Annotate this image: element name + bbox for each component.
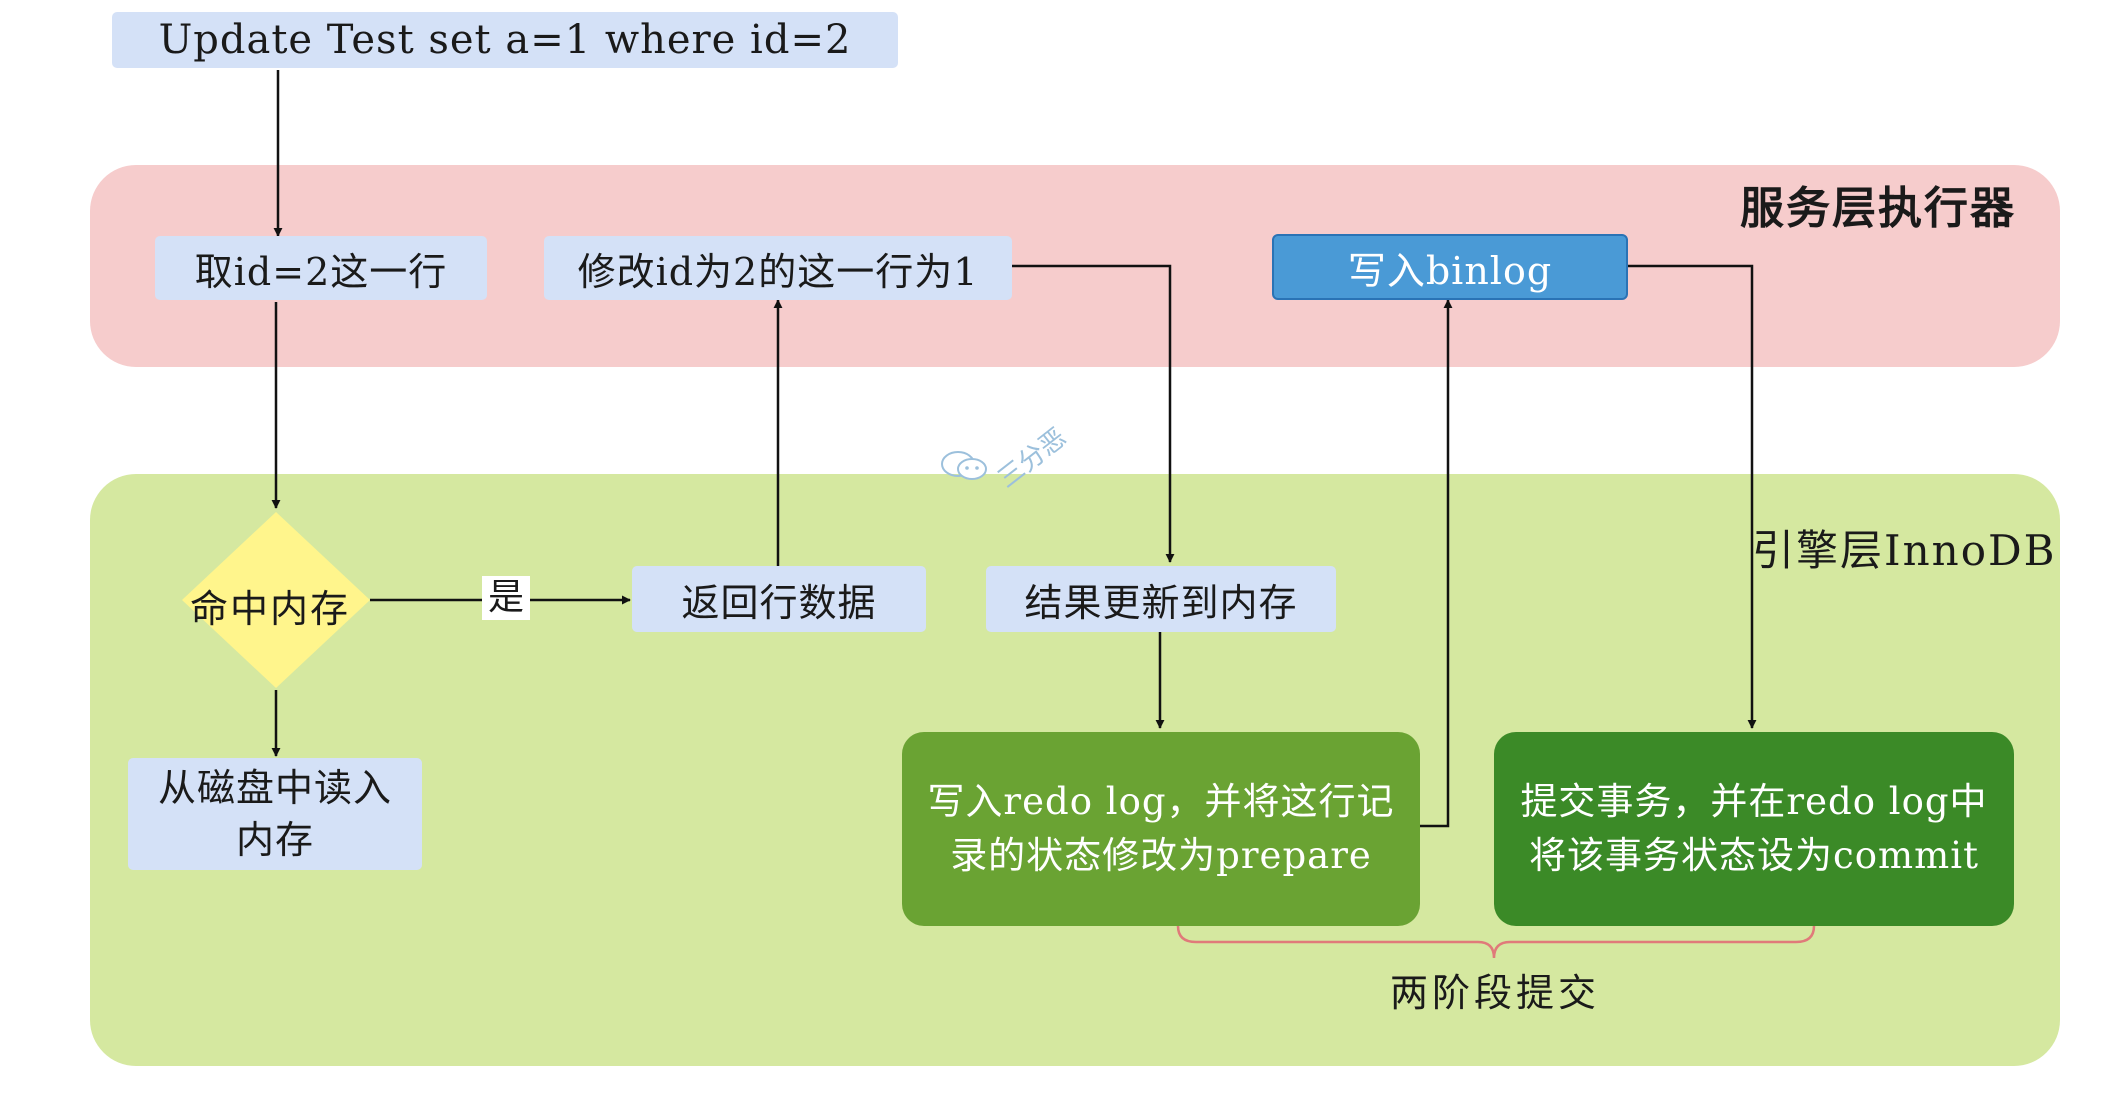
redo-prepare-line-2: 录的状态修改为prepare bbox=[950, 834, 1372, 877]
yes-edge-label: 是 bbox=[482, 576, 531, 620]
redo-prepare-node: 写入redo log，并将这行记 录的状态修改为prepare bbox=[902, 732, 1420, 926]
wechat-icon bbox=[940, 448, 990, 484]
redo-prepare-line-1: 写入redo log，并将这行记 bbox=[927, 780, 1395, 823]
two-phase-brace bbox=[1176, 925, 1816, 959]
sql-statement-box: Update Test set a=1 where id=2 bbox=[112, 12, 898, 68]
two-phase-commit-label: 两阶段提交 bbox=[1390, 971, 1601, 1015]
commit-node: 提交事务，并在redo log中 将该事务状态设为commit bbox=[1494, 732, 2014, 926]
read-disk-line-1: 从磁盘中读入 bbox=[157, 766, 392, 810]
update-memory-node: 结果更新到内存 bbox=[986, 566, 1336, 632]
edge-modify-to-update bbox=[1012, 264, 1175, 563]
return-row-node: 返回行数据 bbox=[632, 566, 926, 632]
engine-layer-label: 引擎层InnoDB bbox=[1752, 526, 2057, 575]
write-binlog-node: 写入binlog bbox=[1272, 234, 1628, 300]
service-layer-label: 服务层执行器 bbox=[1740, 183, 2016, 234]
commit-line-2: 将该事务状态设为commit bbox=[1529, 834, 1979, 877]
decision-diamond bbox=[182, 512, 370, 688]
edge-prepare-to-binlog bbox=[1418, 299, 1453, 828]
edge-binlog-to-commit bbox=[1628, 264, 1757, 729]
read-disk-node: 从磁盘中读入 内存 bbox=[128, 758, 422, 870]
commit-line-1: 提交事务，并在redo log中 bbox=[1520, 780, 1988, 823]
read-disk-line-2: 内存 bbox=[235, 818, 314, 862]
fetch-row-node: 取id=2这一行 bbox=[155, 236, 487, 300]
hit-memory-label: 命中内存 bbox=[190, 587, 351, 631]
modify-row-node: 修改id为2的这一行为1 bbox=[544, 236, 1012, 300]
